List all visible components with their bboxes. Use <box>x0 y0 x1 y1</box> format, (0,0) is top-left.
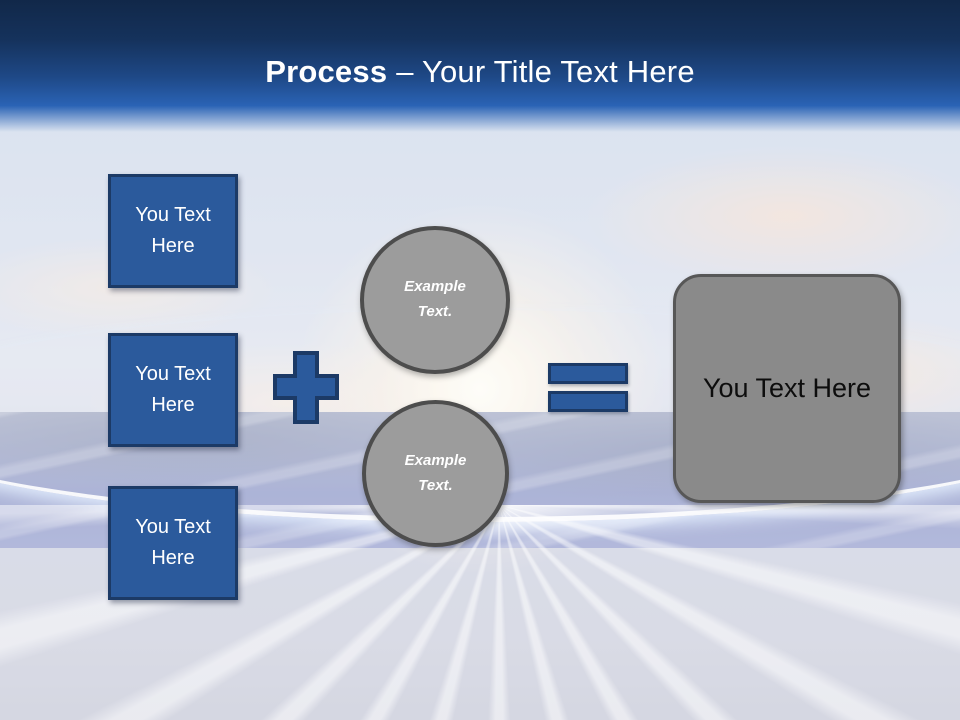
input-box-2[interactable]: You Text Here <box>108 333 238 447</box>
example-circle-2[interactable]: Example Text. <box>362 400 509 547</box>
page-title-emphasis: Process <box>265 54 388 89</box>
input-box-3[interactable]: You Text Here <box>108 486 238 600</box>
result-box-label: You Text Here <box>702 373 872 403</box>
plus-icon <box>273 351 339 424</box>
input-box-1-label: You Text Here <box>135 204 211 257</box>
input-box-3-label: You Text Here <box>135 516 211 569</box>
page-title: Process– Your Title Text Here <box>0 54 960 90</box>
result-box[interactable]: You Text Here <box>673 274 901 503</box>
equals-icon <box>548 363 628 413</box>
example-circle-1[interactable]: Example Text. <box>360 226 510 374</box>
page-title-rest: – Your Title Text Here <box>396 54 695 89</box>
example-circle-2-label: Example Text. <box>404 451 467 494</box>
input-box-1[interactable]: You Text Here <box>108 174 238 288</box>
equals-bar-top <box>548 363 628 384</box>
example-circle-1-label: Example Text. <box>404 278 466 320</box>
title-band <box>0 0 960 132</box>
input-box-2-label: You Text Here <box>135 363 211 416</box>
equals-bar-bottom <box>548 391 628 412</box>
